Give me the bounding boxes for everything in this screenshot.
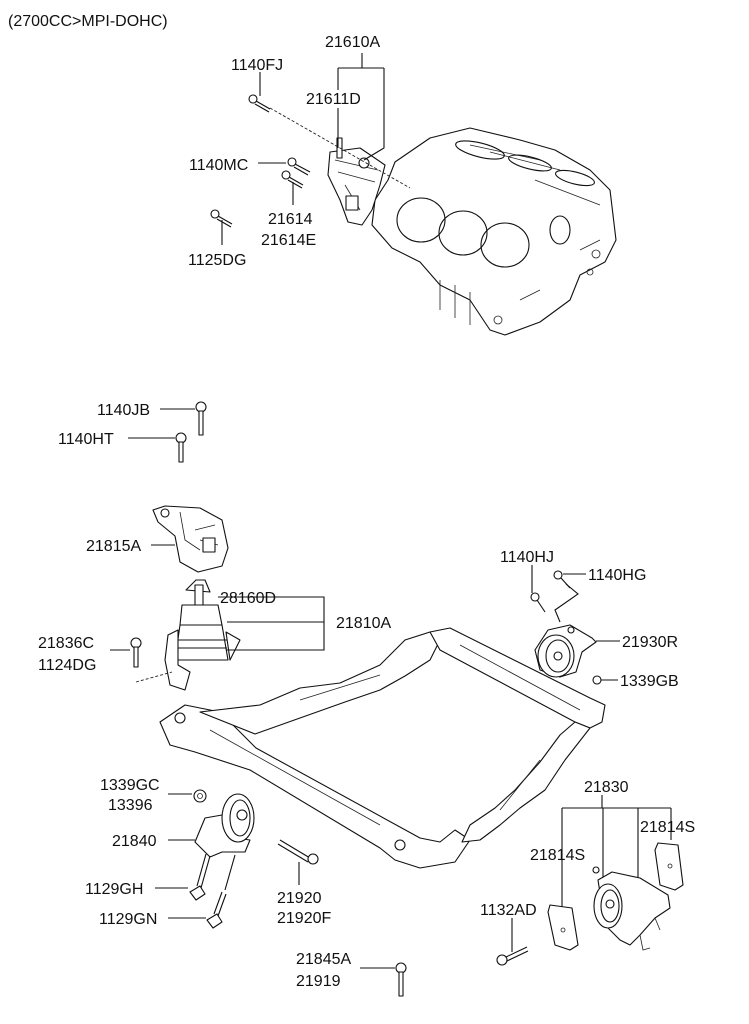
callout-21830[interactable]: 21830 — [584, 779, 629, 796]
callout-1140HJ[interactable]: 1140HJ — [500, 549, 554, 566]
callout-1132AD[interactable]: 1132AD — [480, 902, 537, 919]
callout-21920[interactable]: 21920 — [277, 890, 322, 907]
engine-block[interactable] — [371, 127, 617, 336]
front-roll-stopper[interactable] — [534, 624, 597, 678]
nut-1339GB[interactable] — [592, 675, 602, 685]
callout-1124DG[interactable]: 1124DG — [38, 657, 96, 674]
callout-1339GB[interactable]: 1339GB — [620, 673, 679, 690]
bolt-1132AD[interactable] — [496, 946, 529, 966]
callout-21930R[interactable]: 21930R — [622, 634, 678, 651]
callout-1125DG[interactable]: 1125DG — [188, 252, 246, 269]
callout-21614E[interactable]: 21614E — [261, 232, 316, 249]
bolt-1140HT[interactable] — [175, 432, 187, 463]
bolt-1140JB[interactable] — [195, 401, 207, 436]
bolt-1129GH[interactable] — [189, 853, 211, 901]
bolt-1140FJ[interactable] — [248, 94, 271, 113]
callout-21919[interactable]: 21919 — [296, 973, 341, 990]
callout-1140MC[interactable]: 1140MC — [189, 157, 248, 174]
bolt-21920[interactable] — [277, 839, 319, 865]
callout-21814S-left[interactable]: 21814S — [530, 847, 585, 864]
bolt-21836C[interactable] — [130, 637, 142, 668]
callout-1129GH[interactable]: 1129GH — [85, 881, 143, 898]
crossmember-subframe[interactable] — [159, 627, 606, 869]
callout-21810A[interactable]: 21810A — [336, 615, 391, 632]
callout-21836C[interactable]: 21836C — [38, 635, 94, 652]
callout-21611D[interactable]: 21611D — [306, 91, 361, 108]
engine-mount-insulator[interactable] — [164, 579, 241, 691]
bolt-1140HJ[interactable] — [530, 592, 546, 613]
callout-1129GN[interactable]: 1129GN — [99, 911, 157, 928]
bolt-1140MC[interactable] — [287, 157, 311, 176]
insulator-pad-right[interactable] — [654, 842, 684, 891]
nut-1339GC[interactable] — [193, 789, 207, 803]
callout-1140JB[interactable]: 1140JB — [97, 402, 150, 419]
bolt-21614[interactable] — [281, 170, 304, 189]
callout-13396[interactable]: 13396 — [108, 797, 153, 814]
callout-21840[interactable]: 21840 — [112, 833, 157, 850]
callout-1140HG[interactable]: 1140HG — [588, 567, 646, 584]
bolt-1125DG[interactable] — [210, 209, 233, 228]
insulator-pad-left[interactable] — [547, 904, 579, 951]
callout-28160D[interactable]: 28160D — [220, 590, 276, 607]
front-engine-bracket[interactable] — [327, 137, 386, 226]
bolt-21845A[interactable] — [395, 962, 407, 997]
callout-1140FJ[interactable]: 1140FJ — [231, 57, 283, 74]
callout-21920F[interactable]: 21920F — [277, 910, 331, 927]
callout-21845A[interactable]: 21845A — [296, 951, 351, 968]
rear-roll-stopper[interactable] — [194, 793, 255, 858]
callout-21814S-right[interactable]: 21814S — [640, 819, 695, 836]
callout-21614[interactable]: 21614 — [268, 211, 313, 228]
callout-21610A[interactable]: 21610A — [325, 34, 380, 51]
diagram-title: (2700CC>MPI-DOHC) — [8, 13, 168, 30]
callout-1140HT[interactable]: 1140HT — [58, 431, 114, 448]
bolt-1129GN[interactable] — [206, 891, 227, 929]
engine-mount-bracket[interactable] — [152, 505, 229, 573]
callout-1339GC[interactable]: 1339GC — [100, 777, 160, 794]
transaxle-mount[interactable] — [592, 866, 671, 951]
callout-21815A[interactable]: 21815A — [86, 538, 141, 555]
